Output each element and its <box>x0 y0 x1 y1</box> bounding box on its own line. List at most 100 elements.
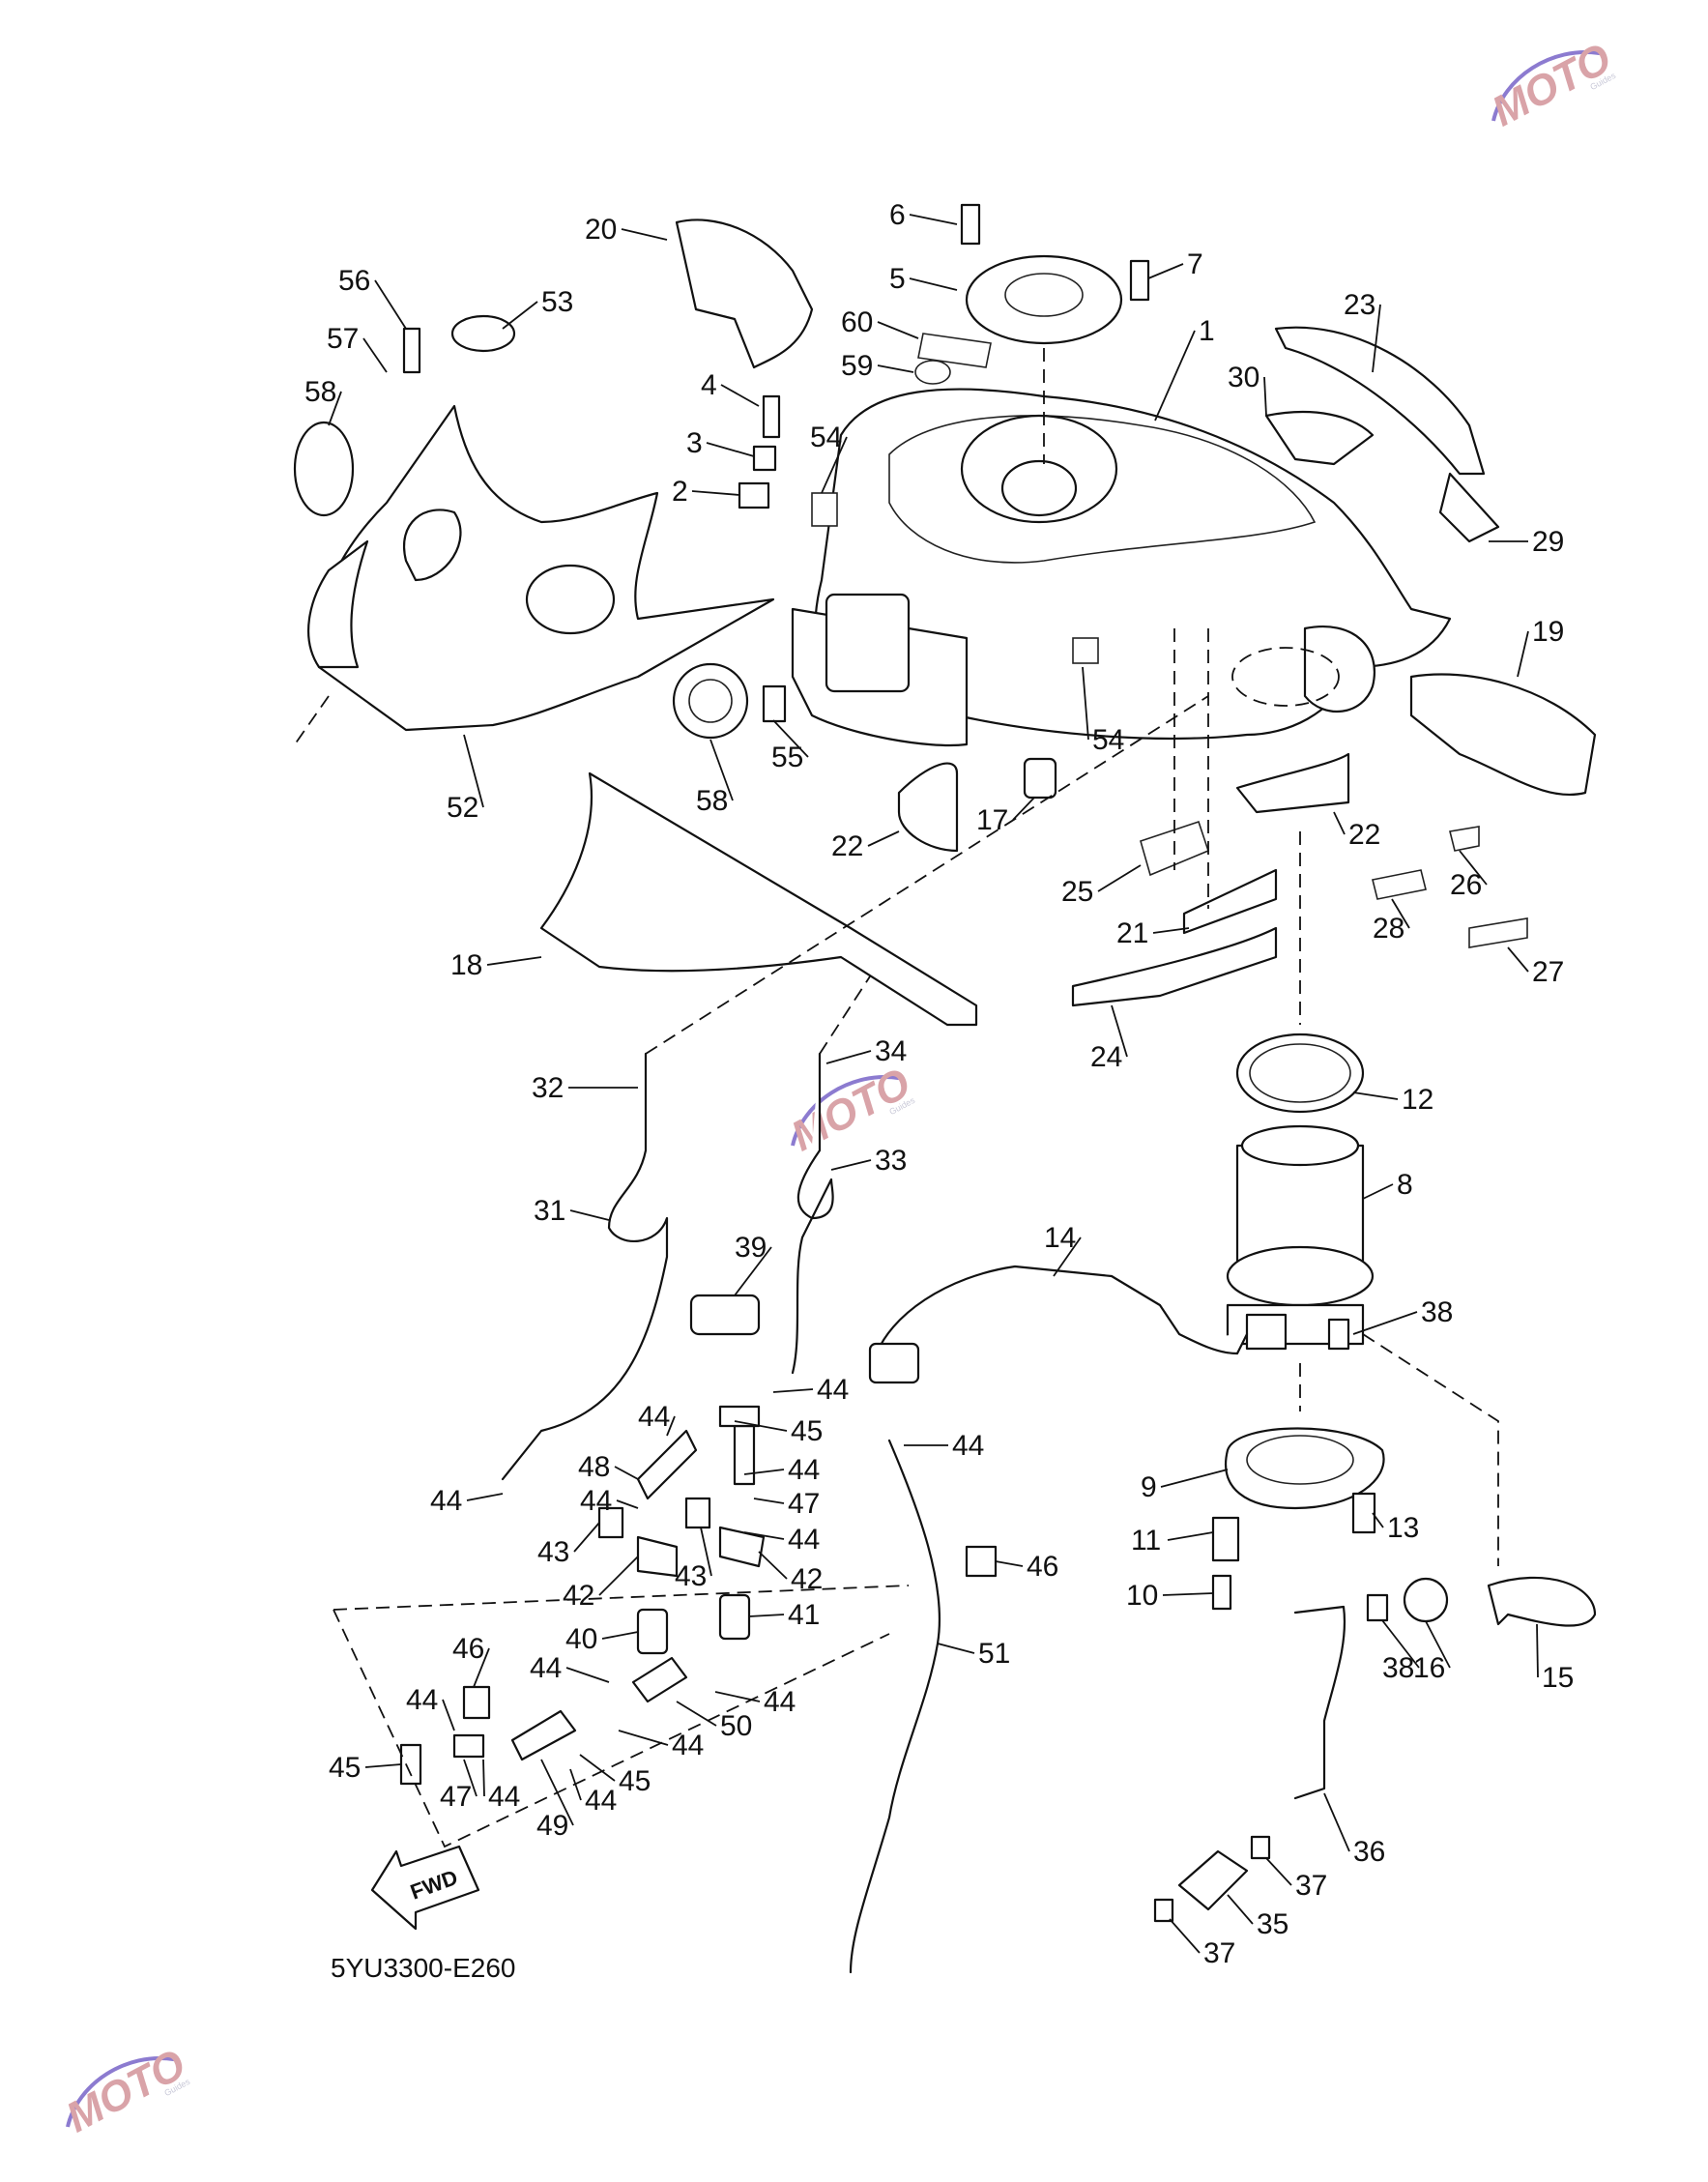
flange-9-inner <box>1246 1435 1354 1485</box>
callout-leader-line <box>1154 330 1196 422</box>
callout-label: 44 <box>585 1785 617 1817</box>
callout-label: 38 <box>1421 1296 1453 1328</box>
breather-hose-33 <box>791 1052 834 1375</box>
bolt-7 <box>1129 259 1150 302</box>
fuel-tank-rear-mount <box>1303 626 1375 713</box>
callout-label: 44 <box>788 1454 820 1486</box>
callout-label: 46 <box>452 1633 484 1665</box>
pipe-36 <box>1293 1605 1346 1800</box>
callout-label: 32 <box>532 1072 564 1104</box>
callout-leader-line <box>714 1691 761 1702</box>
callout-leader-line <box>867 830 900 847</box>
callout-label: 44 <box>638 1401 670 1433</box>
callout-49: 49 <box>536 1759 574 1842</box>
fuel-pump-connector <box>1245 1313 1288 1351</box>
pad-27 <box>1468 917 1528 948</box>
callout-9: 9 <box>1141 1469 1229 1503</box>
callout-leader-line <box>328 391 342 426</box>
callout-57: 57 <box>327 323 388 373</box>
watermark-logo-bottom-left: MOTO Guides <box>59 2040 193 2141</box>
callout-22: 22 <box>831 830 900 862</box>
fitting-38-bottom <box>1366 1593 1389 1622</box>
callout-leader-line <box>734 1420 788 1432</box>
callout-45: 45 <box>329 1752 402 1784</box>
callout-label: 42 <box>791 1563 823 1595</box>
callout-label: 26 <box>1450 869 1482 901</box>
callout-leader-line <box>1323 1792 1350 1852</box>
callout-label: 54 <box>810 422 842 453</box>
callout-leader-line <box>364 1763 402 1768</box>
side-cover-left <box>316 404 775 732</box>
callout-51: 51 <box>937 1638 1010 1670</box>
callout-24: 24 <box>1090 1004 1128 1073</box>
callout-leader-line <box>1391 898 1410 929</box>
callout-label: 4 <box>701 369 717 401</box>
hose-48 <box>636 1429 698 1500</box>
fuel-tank-pump-opening <box>1231 647 1340 707</box>
callout-label: 58 <box>696 785 728 817</box>
callout-leader-line <box>1536 1623 1539 1678</box>
callout-label: 50 <box>720 1710 752 1742</box>
joint-45-lower <box>399 1743 422 1786</box>
holder-39 <box>689 1294 761 1336</box>
callout-5: 5 <box>889 263 958 295</box>
callout-label: 54 <box>1092 724 1124 756</box>
joint-45-upper <box>718 1405 761 1428</box>
callout-37: 37 <box>1265 1857 1327 1902</box>
callout-leader-line <box>362 337 388 373</box>
hose-15 <box>1487 1576 1597 1627</box>
strip-24 <box>1071 926 1278 1007</box>
cover-29 <box>1438 472 1500 543</box>
callout-leader-line <box>618 1730 669 1746</box>
callout-46: 46 <box>995 1551 1058 1583</box>
label-60 <box>917 333 992 368</box>
callout-label: 30 <box>1228 362 1259 393</box>
callout-41: 41 <box>748 1599 820 1631</box>
callout-48: 48 <box>578 1451 639 1483</box>
callout-44: 44 <box>714 1686 796 1718</box>
callout-label: 3 <box>686 427 703 459</box>
bolt-13 <box>1351 1492 1376 1534</box>
callout-label: 38 <box>1382 1652 1414 1684</box>
callout-leader-line <box>1111 1004 1128 1058</box>
callout-leader-line <box>614 1466 639 1480</box>
callout-leader-line <box>463 734 484 808</box>
side-cover-rim <box>307 539 369 669</box>
callout-44: 44 <box>743 1454 820 1486</box>
callout-16: 16 <box>1413 1620 1451 1684</box>
callout-12: 12 <box>1352 1084 1433 1116</box>
strip-21 <box>1182 868 1278 935</box>
dashed-frame-lower-left <box>333 1609 890 1848</box>
emblem-badge-inner <box>688 679 733 723</box>
bolt-10 <box>1211 1574 1232 1611</box>
callout-label: 56 <box>338 265 370 297</box>
callout-50: 50 <box>676 1701 752 1742</box>
callout-13: 13 <box>1372 1512 1419 1544</box>
clamp-16 <box>1403 1577 1449 1623</box>
callout-label: 59 <box>841 350 873 382</box>
callout-label: 43 <box>675 1560 707 1592</box>
callout-label: 42 <box>563 1580 594 1612</box>
callout-label: 11 <box>1131 1525 1161 1556</box>
callout-label: 8 <box>1397 1169 1413 1201</box>
callout-leader-line <box>1082 666 1089 741</box>
cover-22-left <box>897 762 959 853</box>
callout-label: 34 <box>875 1035 907 1067</box>
callout-leader-line <box>877 321 919 339</box>
diagram-code: 5YU3300-E260 <box>331 1953 515 1983</box>
callout-label: 35 <box>1257 1908 1288 1940</box>
fuel-pump-top <box>1240 1124 1360 1167</box>
callout-leader-line <box>1265 1857 1292 1886</box>
callout-label: 5 <box>889 263 906 295</box>
callout-39: 39 <box>734 1232 772 1296</box>
callout-55: 55 <box>771 719 809 773</box>
callout-36: 36 <box>1323 1792 1385 1868</box>
callout-leader-line <box>830 1159 872 1171</box>
drain-hose-51 <box>849 1439 941 1974</box>
callout-leader-line <box>442 1699 455 1731</box>
callout-label: 37 <box>1203 1937 1235 1969</box>
hose-35 <box>1177 1849 1249 1911</box>
callout-leader-line <box>706 442 755 457</box>
callout-label: 45 <box>619 1765 651 1797</box>
